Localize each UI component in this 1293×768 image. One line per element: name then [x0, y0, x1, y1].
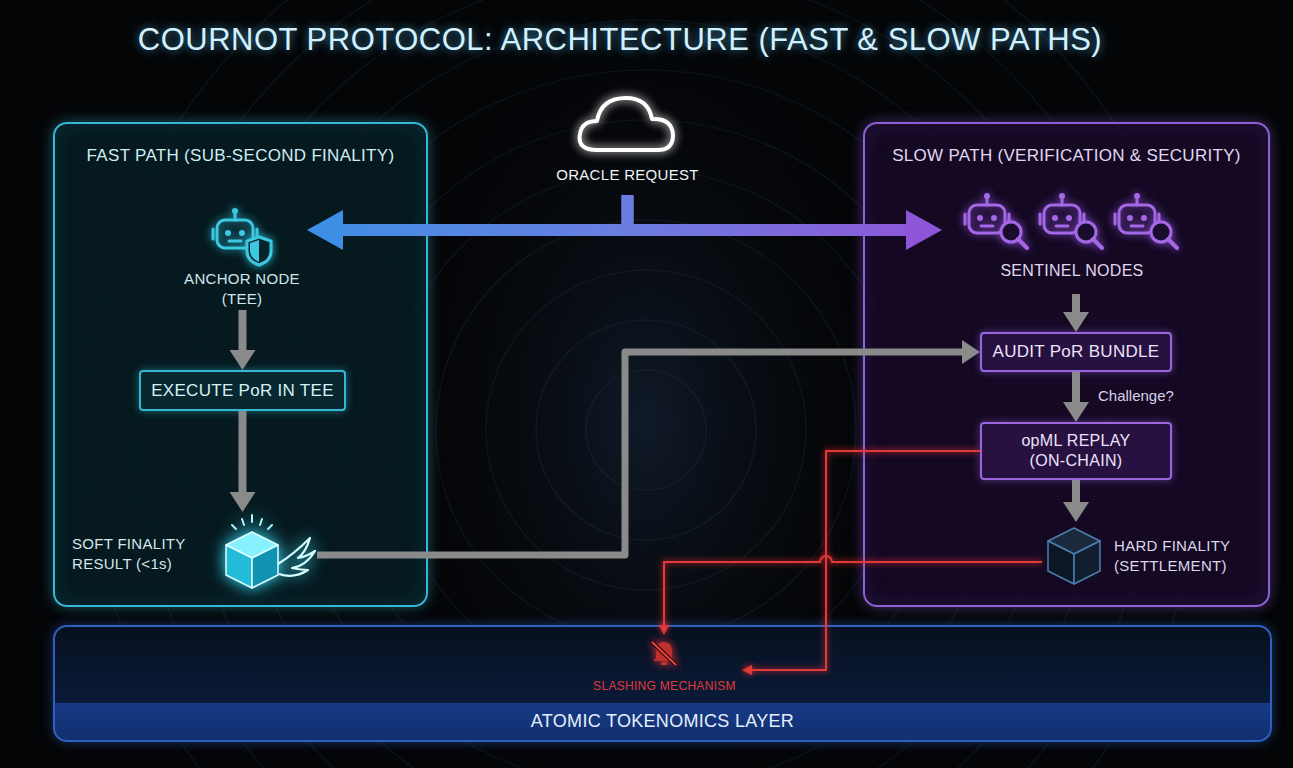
node-text: EXECUTE PoR IN TEE [141, 372, 344, 409]
soft-cube-icon [202, 512, 317, 597]
flow-arrow [317, 352, 962, 555]
soft-finality-node: SOFT FINALITY RESULT (<1s) [72, 512, 317, 597]
diagram-title: COURNOT PROTOCOL: ARCHITECTURE (FAST & S… [0, 22, 1240, 58]
flow-arrow [239, 310, 247, 350]
node-text: ORACLE REQUEST [545, 166, 710, 183]
node-text: ATOMIC TOKENOMICS LAYER [55, 711, 1270, 732]
slashing-node: SLASHING MECHANISM [587, 635, 742, 705]
node-text: AUDIT PoR BUNDLE [982, 334, 1170, 370]
node-text: ANCHOR NODE (TEE) [177, 269, 307, 309]
oracle-cloud: ORACLE REQUEST [545, 88, 710, 195]
slow-path-panel: SLOW PATH (VERIFICATION & SECURITY) SENTI… [863, 122, 1270, 607]
node-text: SOFT FINALITY RESULT (<1s) [72, 534, 207, 574]
tokenomics-band: ATOMIC TOKENOMICS LAYER SLASHING MECHANIS… [53, 625, 1272, 742]
node-text: SLASHING MECHANISM [587, 679, 742, 693]
hard-cube-icon [1042, 522, 1107, 592]
fast-path-panel: FAST PATH (SUB-SECOND FINALITY) ANCHOR NO… [53, 122, 428, 607]
edge-label: Challenge? [1098, 387, 1174, 404]
flow-arrow [1072, 372, 1080, 402]
node-text: opML REPLAY (ON-CHAIN) [982, 424, 1170, 478]
node-text: SLOW PATH (VERIFICATION & SECURITY) [865, 146, 1268, 166]
process-box: EXECUTE PoR IN TEE [139, 370, 346, 411]
node-text: FAST PATH (SUB-SECOND FINALITY) [55, 146, 426, 166]
slash-bell-icon [649, 639, 679, 667]
cloud-icon [572, 88, 682, 158]
node-text: HARD FINALITY (SETTLEMENT) [1114, 536, 1254, 576]
anchor-node: ANCHOR NODE (TEE) [177, 207, 307, 310]
process-box: opML REPLAY (ON-CHAIN) [980, 422, 1172, 480]
flow-arrow [343, 195, 628, 230]
sentinel-nodes: SENTINEL NODES [942, 192, 1202, 294]
slash-connector [664, 556, 1042, 625]
slash-connector [752, 451, 980, 670]
sentinel-robots-icon [957, 192, 1187, 252]
flow-arrow [1072, 480, 1080, 502]
process-box: AUDIT PoR BUNDLE [980, 332, 1172, 372]
anchor-robot-icon [207, 207, 277, 267]
hard-finality-node: HARD FINALITY (SETTLEMENT) [1042, 522, 1257, 592]
node-text: SENTINEL NODES [942, 262, 1202, 280]
flow-arrow [628, 195, 907, 230]
flow-arrow [1072, 294, 1080, 312]
flow-arrow [239, 411, 247, 492]
